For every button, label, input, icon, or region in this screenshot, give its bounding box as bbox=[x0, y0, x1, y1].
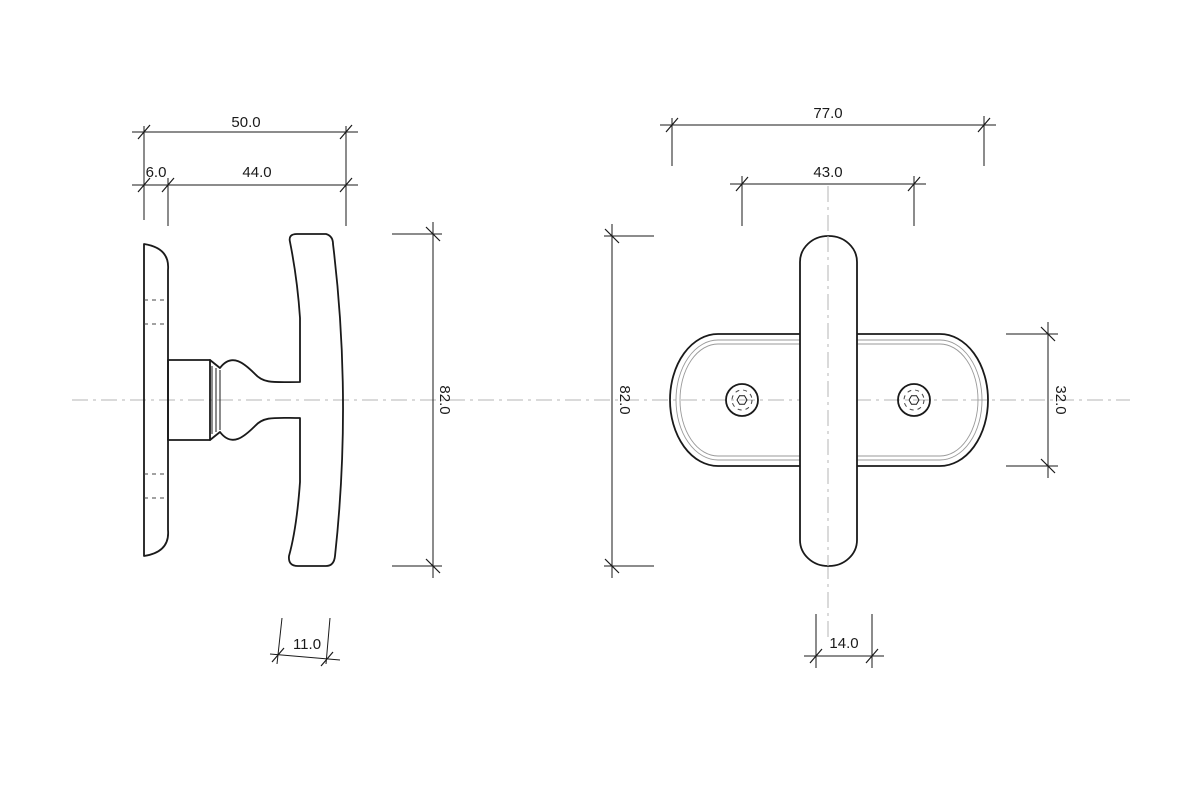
dim-tick bbox=[137, 124, 151, 140]
dim-label-overall-width: 50.0 bbox=[231, 114, 260, 131]
dim-tick bbox=[271, 647, 285, 663]
dim-tick bbox=[161, 177, 175, 193]
dim-label-plate-width: 77.0 bbox=[813, 105, 842, 122]
dim-tick bbox=[865, 648, 879, 664]
dim-tick bbox=[809, 648, 823, 664]
dim-tick bbox=[665, 117, 679, 133]
dim-label-grip-width: 14.0 bbox=[829, 635, 858, 652]
side-view: 50.0 6.0 44.0 82.0 11.0 bbox=[132, 114, 453, 667]
dim-tick bbox=[604, 228, 620, 244]
dim-tick bbox=[1040, 458, 1056, 474]
dim-label-plate-height: 32.0 bbox=[1052, 385, 1069, 414]
screw-icon bbox=[725, 383, 759, 417]
dim-tick bbox=[339, 177, 353, 193]
dim-label-grip-thickness: 11.0 bbox=[293, 636, 321, 653]
dim-label-projection: 44.0 bbox=[242, 164, 271, 181]
plate-chamfer bbox=[675, 339, 983, 461]
dim-tick bbox=[977, 117, 991, 133]
dim-tick bbox=[604, 558, 620, 574]
dim-label-screw-spacing: 43.0 bbox=[813, 164, 842, 181]
extension-line bbox=[276, 617, 283, 665]
dim-tick bbox=[425, 226, 441, 242]
dim-tick bbox=[320, 651, 334, 667]
screw-icon bbox=[897, 383, 931, 417]
handle-grip bbox=[799, 235, 858, 567]
plate-chamfer-inner bbox=[679, 343, 979, 457]
dim-tick bbox=[907, 176, 921, 192]
extension-line bbox=[325, 617, 331, 665]
rose-profile bbox=[143, 243, 169, 557]
collar bbox=[167, 359, 211, 441]
front-view: 77.0 43.0 82.0 32.0 14.0 bbox=[604, 105, 1069, 668]
dim-tick bbox=[735, 176, 749, 192]
dim-tick bbox=[1040, 326, 1056, 342]
dim-label-handle-height-front: 82.0 bbox=[616, 385, 633, 414]
handle-profile bbox=[209, 233, 344, 567]
dim-line-11 bbox=[269, 653, 341, 661]
dim-tick bbox=[425, 558, 441, 574]
dim-label-rose-thickness: 6.0 bbox=[146, 164, 167, 181]
back-plate bbox=[669, 333, 989, 467]
dim-label-handle-height-side: 82.0 bbox=[436, 385, 453, 414]
dim-tick bbox=[137, 177, 151, 193]
dim-tick bbox=[339, 124, 353, 140]
